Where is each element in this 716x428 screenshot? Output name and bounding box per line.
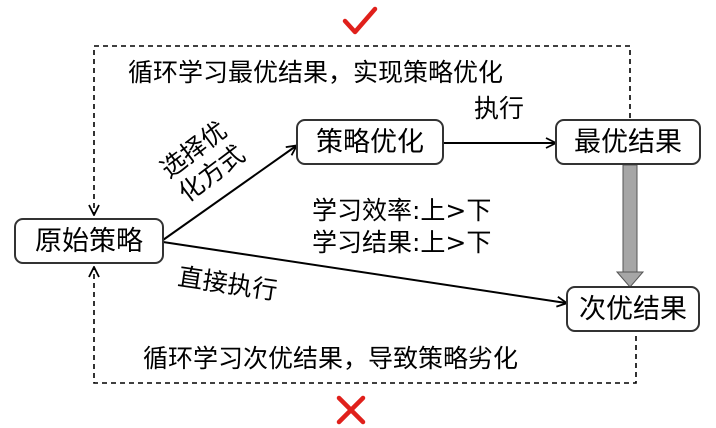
bottom-feedback-loop [94,268,637,384]
label-learning-result: 学习结果:上>下 [312,228,492,257]
check-mark-icon [342,6,378,35]
label-loop-bottom: 循环学习次优结果，导致策略劣化 [143,344,519,373]
label-learning-efficiency: 学习效率:上>下 [312,196,492,225]
arrow-best-to-suboptimal [615,164,645,288]
label-execute: 执行 [474,94,525,123]
label-loop-top: 循环学习最优结果，实现策略优化 [128,58,504,87]
node-best-result: 最优结果 [555,119,701,165]
node-original-strategy: 原始策略 [14,218,164,264]
top-feedback-loop [94,45,631,214]
cross-mark-icon [336,395,366,425]
node-strategy-optimization: 策略优化 [296,119,444,165]
node-suboptimal-result: 次优结果 [566,286,700,332]
arrow-original-to-suboptimal [162,241,566,303]
arrow-original-to-optimize [162,146,296,241]
